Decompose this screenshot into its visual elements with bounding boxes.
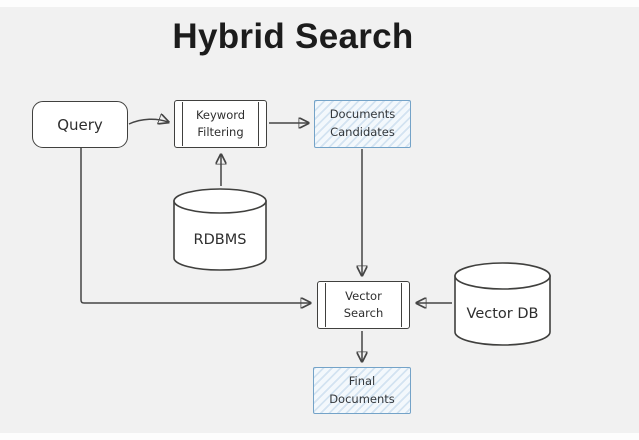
node-keyword-filtering-label-line2: Filtering [197,125,244,139]
node-documents-candidates-label-line2: Candidates [330,125,395,139]
process-rail-right [258,102,259,146]
node-keyword-filtering: Keyword Filtering [174,100,267,148]
node-vector-search-label-line1: Vector [345,288,382,303]
node-rdbms: RDBMS [172,187,268,273]
cylinder-shape [454,262,551,346]
process-rail-right [401,283,402,327]
node-final-documents-label-line2: Documents [329,391,395,406]
node-final-documents-label-line1: Final [348,373,376,388]
node-documents-candidates: Documents Candidates [314,100,411,148]
process-rail-left [325,283,326,327]
node-rdbms-label: RDBMS [193,232,247,248]
node-vector-db-label: Vector DB [466,306,539,322]
node-documents-candidates-label-line1: Documents [329,107,396,122]
node-final-documents: Final Documents [313,367,411,414]
process-rail-left [182,102,183,146]
edge-query-to-keyword-filtering [128,119,168,124]
node-vector-search: Vector Search [317,281,410,329]
top-margin-strip [0,0,639,7]
node-query-label: Query [57,115,103,134]
edge-query-to-vector-search [80,148,310,303]
node-query: Query [32,101,128,148]
page-title: Hybrid Search [172,17,414,56]
bottom-margin-strip [0,433,639,440]
node-vector-search-label-line2: Search [343,306,384,320]
node-vector-db: Vector DB [453,260,552,348]
cylinder-shape [173,188,267,271]
node-keyword-filtering-label-line1: Keyword [195,107,246,122]
